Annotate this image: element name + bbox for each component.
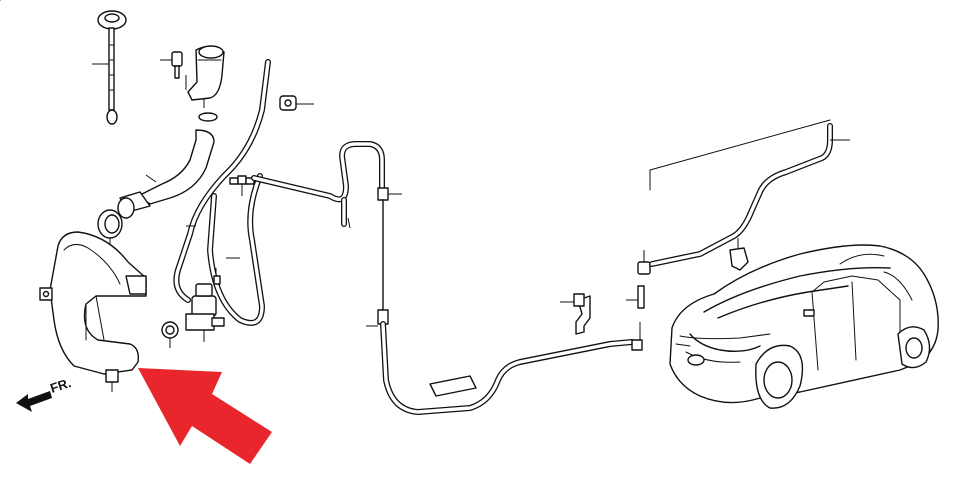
- hose-joint-connectors: [229, 175, 255, 196]
- pump-supply-hose: [173, 59, 271, 326]
- hose-joints-near-car: [626, 250, 651, 351]
- level-gauge-dipstick: [92, 10, 127, 125]
- hose-clamp-bracket: [0, 0, 591, 335]
- check-valve: [729, 238, 749, 271]
- rear-washer-hose: [649, 119, 850, 267]
- filler-neck-tube: [117, 129, 215, 219]
- front-label: FR.: [48, 375, 73, 396]
- main-washer-hose: [251, 141, 635, 415]
- filler-neck-bracket: [160, 45, 225, 122]
- washer-pump-motor: [185, 268, 225, 342]
- hose-clip-top: [279, 95, 314, 111]
- front-arrow-icon: [16, 391, 52, 412]
- neck-seal-ring: [97, 209, 123, 248]
- car-outline: [669, 244, 939, 409]
- red-callout-arrow: [138, 368, 272, 464]
- pump-grommet: [161, 321, 179, 348]
- front-indicator: FR.: [16, 375, 73, 412]
- hose-clamp-pad: [429, 375, 477, 397]
- washer-reservoir-tank: [39, 231, 147, 392]
